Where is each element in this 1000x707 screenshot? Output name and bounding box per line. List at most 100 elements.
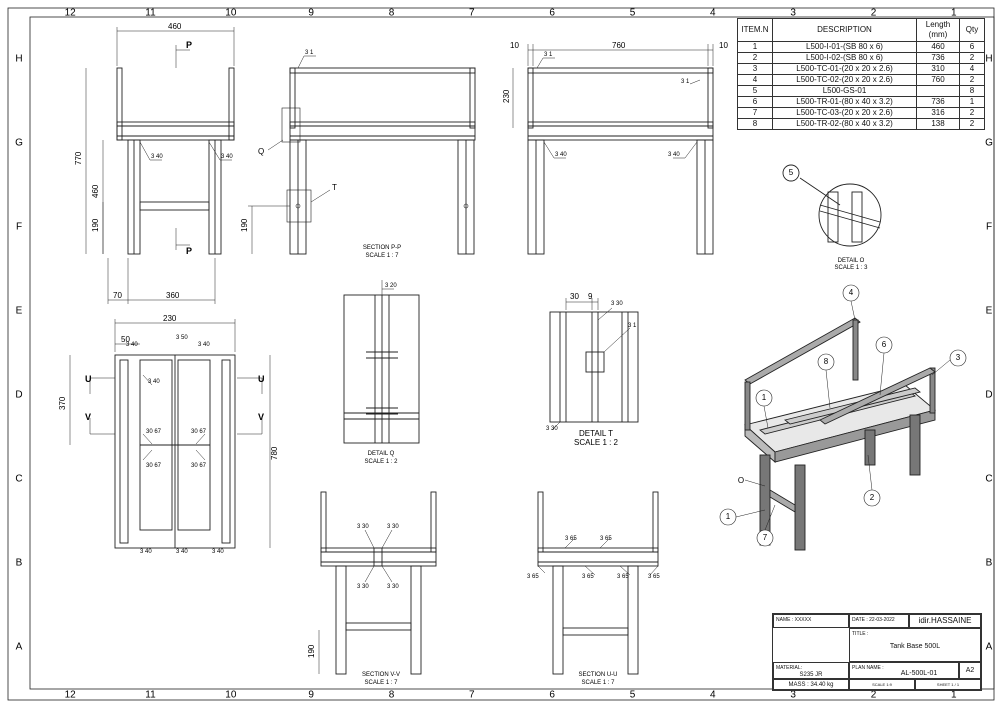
zone-col-top-8: 8 [389,8,395,19]
tb-plan-cell: PLAN NAME : AL-500L-01 [849,662,959,679]
detail-t-view [549,298,639,431]
weld-symbol: 3 65 [648,574,660,580]
detail-q-view [343,280,420,444]
bom-cell: 736 [916,96,960,108]
weld-symbol: 3 40 [198,342,210,348]
bom-header-qty: Qty [959,18,985,42]
bom-cell: L500-TR-02-(80 x 40 x 3.2) [772,118,917,130]
section-pp-title: SECTION P-P [363,245,401,251]
tb-title-label: TITLE : [852,631,869,637]
bom-cell: 8 [959,85,985,97]
bom-header-description: DESCRIPTION [772,18,917,42]
iso-balloon-4: 4 [849,288,854,297]
zone-row-left-C: C [15,474,22,485]
side-dim-offset-right: 10 [719,41,728,50]
zone-col-top-12: 12 [65,8,77,19]
weld-symbol: 30 67 [191,429,207,435]
top-dim-width: 230 [163,314,177,323]
section-uu-view [537,491,659,675]
title-block: NAME : XXXXX DATE : 22-03-2022 idir.HASS… [772,613,982,691]
section-uu-scale: SCALE 1 : 7 [581,680,615,686]
section-vv-dim-brace: 190 [307,644,316,658]
bom-cell: 316 [916,107,960,119]
tb-date: DATE : 22-03-2022 [852,617,895,623]
detail-t-dim-offset: 30 [570,292,579,301]
detail-t-scale: SCALE 1 : 2 [574,438,619,447]
detail-q-title: DETAIL Q [368,451,395,457]
bom-cell: 4 [737,74,773,86]
zone-col-bottom-7: 7 [469,690,475,701]
weld-symbol: 3 30 [611,301,623,307]
detail-q-callout: Q [258,147,264,156]
weld-symbol: 3 30 [357,584,369,590]
detail-o-balloon: 5 [789,168,794,177]
zone-col-top-10: 10 [225,8,237,19]
weld-symbol: 3 65 [600,536,612,542]
weld-symbol: 3 40 [148,379,160,385]
bom-cell [916,85,960,97]
zone-row-left-D: D [15,390,22,401]
weld-symbol: 3 65 [617,574,629,580]
detail-o-view [782,164,882,247]
section-mark-u-left: U [85,374,92,384]
zone-row-left-H: H [15,54,22,65]
tb-mass: MASS : 34.40 kg [773,679,849,690]
weld-symbol: 3 50 [176,335,188,341]
tb-material-label: MATERIAL: [776,665,803,671]
zone-row-left-B: B [16,558,23,569]
front-dim-brace: 190 [91,218,100,232]
zone-col-bottom-6: 6 [549,690,555,701]
bom-cell: 8 [737,118,773,130]
detail-q-scale: SCALE 1 : 2 [364,459,398,465]
bom-header-row: ITEM.N DESCRIPTION Length (mm) Qty [737,18,985,42]
front-dim-width: 460 [168,22,182,31]
section-vv-scale: SCALE 1 : 7 [364,680,398,686]
tb-date-cell: DATE : 22-03-2022 [849,614,909,628]
zone-row-right-C: C [985,474,992,485]
weld-symbol: 3 20 [385,283,397,289]
section-mark-u-right: U [258,374,265,384]
bom-cell: 760 [916,74,960,86]
bom-header-item: ITEM.N [737,18,773,42]
front-view [85,27,235,304]
zone-col-top-1: 1 [951,8,957,19]
zone-col-bottom-4: 4 [710,690,716,701]
section-mark-p-bottom: P [186,246,192,256]
weld-symbol: 3 1 [628,323,637,329]
outer-frame [7,7,995,701]
bom-cell: 138 [916,118,960,130]
zone-col-top-2: 2 [871,8,877,19]
bom-cell: L500-I-01-(SB 80 x 6) [772,41,917,53]
bom-header-length: Length (mm) [916,18,960,42]
bom-cell: 5 [737,85,773,97]
side-dim-width: 760 [612,41,626,50]
detail-o-scale: SCALE 1 : 3 [834,265,868,271]
weld-symbol: 3 30 [387,584,399,590]
weld-symbol: 3 40 [221,154,233,160]
zone-row-right-H: H [985,54,992,65]
weld-symbol: 3 30 [357,524,369,530]
zone-row-right-D: D [985,390,992,401]
zone-col-top-6: 6 [549,8,555,19]
zone-row-left-F: F [16,222,22,233]
iso-callout-o: O [738,476,744,485]
bom-cell: 6 [737,96,773,108]
zone-col-bottom-8: 8 [389,690,395,701]
side-dim-rail-height: 230 [502,89,511,103]
bom-cell: 6 [959,41,985,53]
weld-symbol: 3 65 [565,536,577,542]
front-dim-height: 770 [74,151,83,165]
bom-cell: L500-I-02-(SB 80 x 6) [772,52,917,64]
iso-balloon-7: 7 [763,533,768,542]
zone-col-top-11: 11 [145,8,156,19]
tb-material-cell: MATERIAL: S235 JR [773,662,849,679]
zone-row-left-A: A [16,642,23,653]
bom-cell: L500-TC-02-(20 x 20 x 2.6) [772,74,917,86]
tb-name: NAME : XXXXX [776,617,812,623]
bom-cell: 736 [916,52,960,64]
iso-balloon-2: 2 [870,493,875,502]
zone-col-bottom-11: 11 [145,690,156,701]
weld-symbol: 30 67 [191,463,207,469]
